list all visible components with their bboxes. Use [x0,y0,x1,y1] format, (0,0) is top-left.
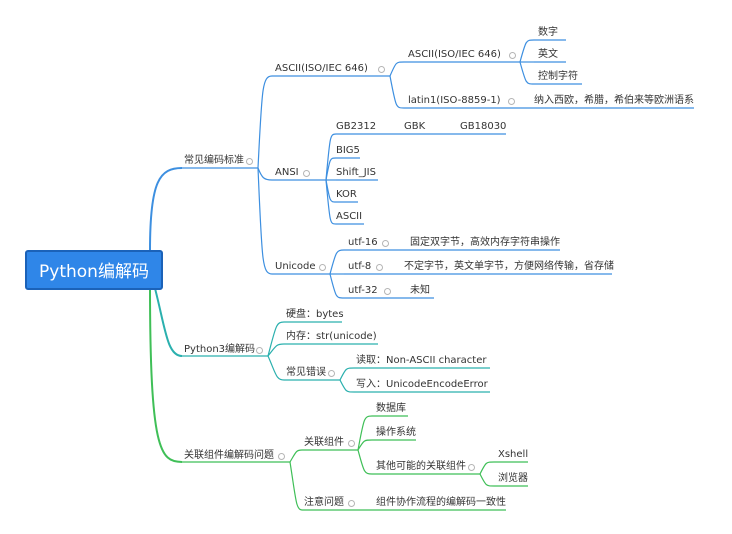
collapse-dot-icon[interactable] [303,170,310,177]
node-utf16[interactable]: utf-16 [348,237,378,248]
node-notice[interactable]: 注意问题 [304,497,344,508]
collapse-dot-icon[interactable] [509,52,516,59]
collapse-dot-icon[interactable] [348,440,355,447]
collapse-dot-icon[interactable] [246,158,253,165]
node-shift-jis[interactable]: Shift_JIS [336,167,376,178]
node-big5[interactable]: BIG5 [336,145,360,156]
node-gb2312[interactable]: GB2312 [336,121,377,132]
node-gbk[interactable]: GBK [404,121,426,132]
node-xshell[interactable]: Xshell [498,449,529,460]
collapse-dot-icon[interactable] [348,500,355,507]
node-read-error[interactable]: 读取：Non-ASCII character [356,355,487,366]
node-other-components[interactable]: 其他可能的关联组件 [376,461,466,472]
collapse-dot-icon[interactable] [328,370,335,377]
node-latin1[interactable]: latin1(ISO-8859-1) [408,95,501,106]
node-kor[interactable]: KOR [336,189,357,200]
node-unicode[interactable]: Unicode [275,261,316,272]
node-utf32[interactable]: utf-32 [348,285,378,296]
collapse-dot-icon[interactable] [378,66,385,73]
node-utf8[interactable]: utf-8 [348,261,372,272]
collapse-dot-icon[interactable] [319,264,326,271]
collapse-dot-icon[interactable] [384,288,391,295]
node-standards[interactable]: 常见编码标准 [184,155,244,166]
node-digits[interactable]: 数字 [538,27,558,38]
node-disk[interactable]: 硬盘：bytes [286,309,344,320]
collapse-dot-icon[interactable] [382,240,389,247]
collapse-dot-icon[interactable] [256,347,263,354]
node-utf16-note[interactable]: 固定双字节，高效内存字符串操作 [410,237,560,248]
node-errors[interactable]: 常见错误 [286,367,326,378]
root-node[interactable]: Python编解码 [25,250,163,290]
node-ascii-child[interactable]: ASCII(ISO/IEC 646) [408,49,501,60]
collapse-dot-icon[interactable] [376,264,383,271]
node-english[interactable]: 英文 [538,49,558,60]
node-utf32-note[interactable]: 未知 [410,285,430,296]
collapse-dot-icon[interactable] [508,98,515,105]
node-related[interactable]: 关联组件编解码问题 [184,450,274,461]
node-control-chars[interactable]: 控制字符 [538,71,578,82]
node-ansi[interactable]: ANSI [275,167,299,178]
node-gb18030[interactable]: GB18030 [460,121,507,132]
node-memory[interactable]: 内存：str(unicode) [286,331,377,342]
node-database[interactable]: 数据库 [376,403,406,414]
collapse-dot-icon[interactable] [278,453,285,460]
node-ansi-ascii[interactable]: ASCII [336,211,363,222]
collapse-dot-icon[interactable] [468,464,475,471]
node-notice-text[interactable]: 组件协作流程的编解码一致性 [376,497,506,508]
node-utf8-note[interactable]: 不定字节，英文单字节，方便网络传输，省存储 [404,261,614,272]
node-latin1-note[interactable]: 纳入西欧，希腊，希伯来等欧洲语系 [534,95,694,106]
node-browser[interactable]: 浏览器 [498,473,528,484]
node-ascii[interactable]: ASCII(ISO/IEC 646) [275,63,368,74]
node-os[interactable]: 操作系统 [376,427,416,438]
node-write-error[interactable]: 写入：UnicodeEncodeError [356,379,488,390]
node-components[interactable]: 关联组件 [304,437,344,448]
node-python3[interactable]: Python3编解码 [184,344,256,355]
